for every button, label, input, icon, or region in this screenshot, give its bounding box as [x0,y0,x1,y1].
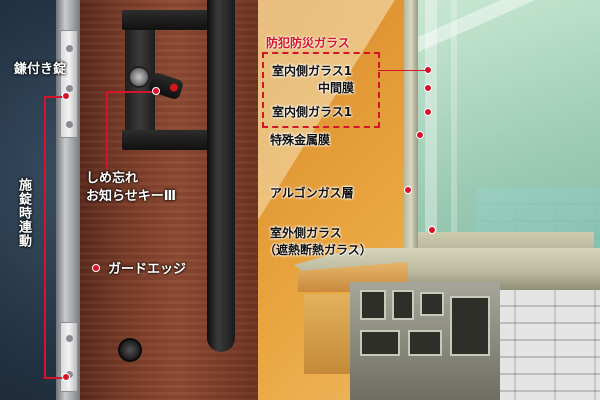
label-argon-layer: アルゴンガス層 [270,186,354,200]
glass-type-title: 防犯防災ガラス [266,36,350,50]
window-frame-vertical [404,0,418,276]
callout-dot-argon-layer [404,186,412,194]
label-sync-lock: 施錠時連動 [16,178,31,248]
callout-dot-room-glass-2 [424,108,432,116]
callout-dot-middle-film [424,84,432,92]
lower-lock-plate [60,322,78,392]
label-keyed-lock: 鎌付き錠 [14,62,67,77]
label-forget-reminder-line1: しめ忘れ [86,171,139,186]
callout-dot-upper-lock [62,92,70,100]
callout-dot-guard-edge [92,264,100,272]
door-handle-bar [207,0,235,352]
window-panel [258,0,600,400]
laminated-glass-group-box [262,52,380,128]
callout-dot-reminder-key [152,87,160,95]
label-room-glass-1: 室内側ガラス1 [272,64,353,78]
handle-bracket-bottom [122,130,208,150]
label-outer-glass-note: （遮熱断熱ガラス） [264,243,372,257]
handle-bracket-top [122,10,208,30]
label-forget-reminder-line2: お知らせキーⅢ [86,189,177,204]
frame-cross-section [350,282,500,400]
label-outer-glass: 室外側ガラス [270,226,342,240]
glass-pane [408,0,600,268]
callout-dot-outer-glass [428,226,436,234]
door-panel [0,0,258,400]
label-room-glass-2: 室内側ガラス1 [272,105,353,119]
sync-bracket-bottom [44,377,64,379]
key-cylinder-icon [128,66,150,88]
wood-sill-block [304,294,354,374]
lower-key-cylinder-icon [118,338,142,362]
callout-dot-lower-lock [62,373,70,381]
sync-bracket-top [44,96,64,98]
label-middle-film: 中間膜 [318,81,355,95]
keyed-lock-plate [60,30,78,138]
callout-dot-special-metal-film [416,131,424,139]
reminder-line-vertical [106,91,108,169]
reminder-line-horizontal [106,91,154,93]
label-forget-reminder: しめ忘れ お知らせキーⅢ [86,170,176,206]
sync-bracket-line [44,96,46,378]
label-special-metal-film: 特殊金属膜 [270,133,331,147]
label-guard-edge: ガードエッジ [108,262,187,277]
